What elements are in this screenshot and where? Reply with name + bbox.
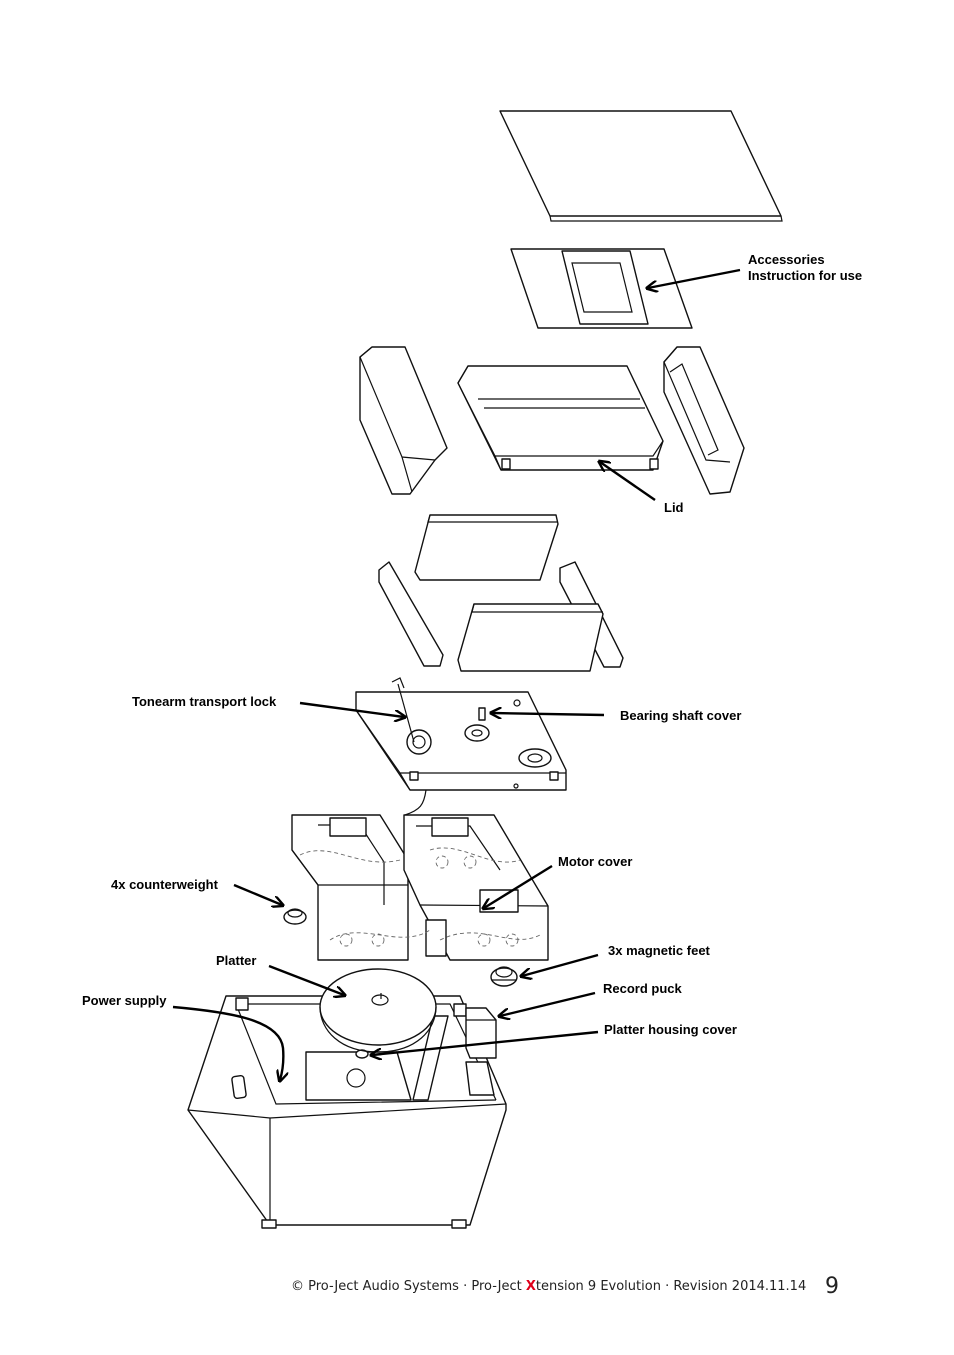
footer-brand-initial: X [525,1279,536,1294]
foam-strip-left [378,561,444,667]
label-bearing-shaft-cover: Bearing shaft cover [620,708,741,723]
footer-suffix: tension 9 Evolution · Revision 2014.11.1… [535,1279,807,1294]
label-motor-cover: Motor cover [558,854,632,869]
label-tonearm-transport-lock: Tonearm transport lock [132,694,277,709]
record-puck-block [465,1007,497,1059]
label-power-supply: Power supply [82,993,167,1008]
label-magnetic-feet: 3x magnetic feet [608,943,711,958]
outer-shipping-box [187,995,507,1229]
accessories-tray [510,248,693,329]
page-number: 9 [825,1274,839,1299]
label-accessories-line1: Accessories [748,252,825,267]
label-accessories-line2: Instruction for use [748,268,862,283]
lower-foam-pad [457,603,604,672]
top-cover-board [499,110,783,222]
right-foam-block [663,346,745,495]
leader-arrows [172,268,741,1080]
lower-foam-holder [291,814,549,961]
label-platter: Platter [216,953,256,968]
footer-copyright: © Pro-Ject Audio Systems · Pro-Ject Xten… [291,1279,806,1294]
turntable-plinth [355,677,567,816]
label-lid: Lid [664,500,684,515]
footer-prefix: © Pro-Ject Audio Systems · Pro-Ject [291,1279,526,1294]
counterweight-part [283,908,307,925]
platter-part [319,968,437,1053]
label-counterweight: 4x counterweight [111,877,219,892]
label-record-puck: Record puck [603,981,683,996]
magnetic-foot-part [490,966,518,987]
label-platter-housing-cover: Platter housing cover [604,1022,737,1037]
upper-foam-pad [414,514,559,581]
lid-box [457,365,664,471]
left-foam-block [359,346,448,495]
